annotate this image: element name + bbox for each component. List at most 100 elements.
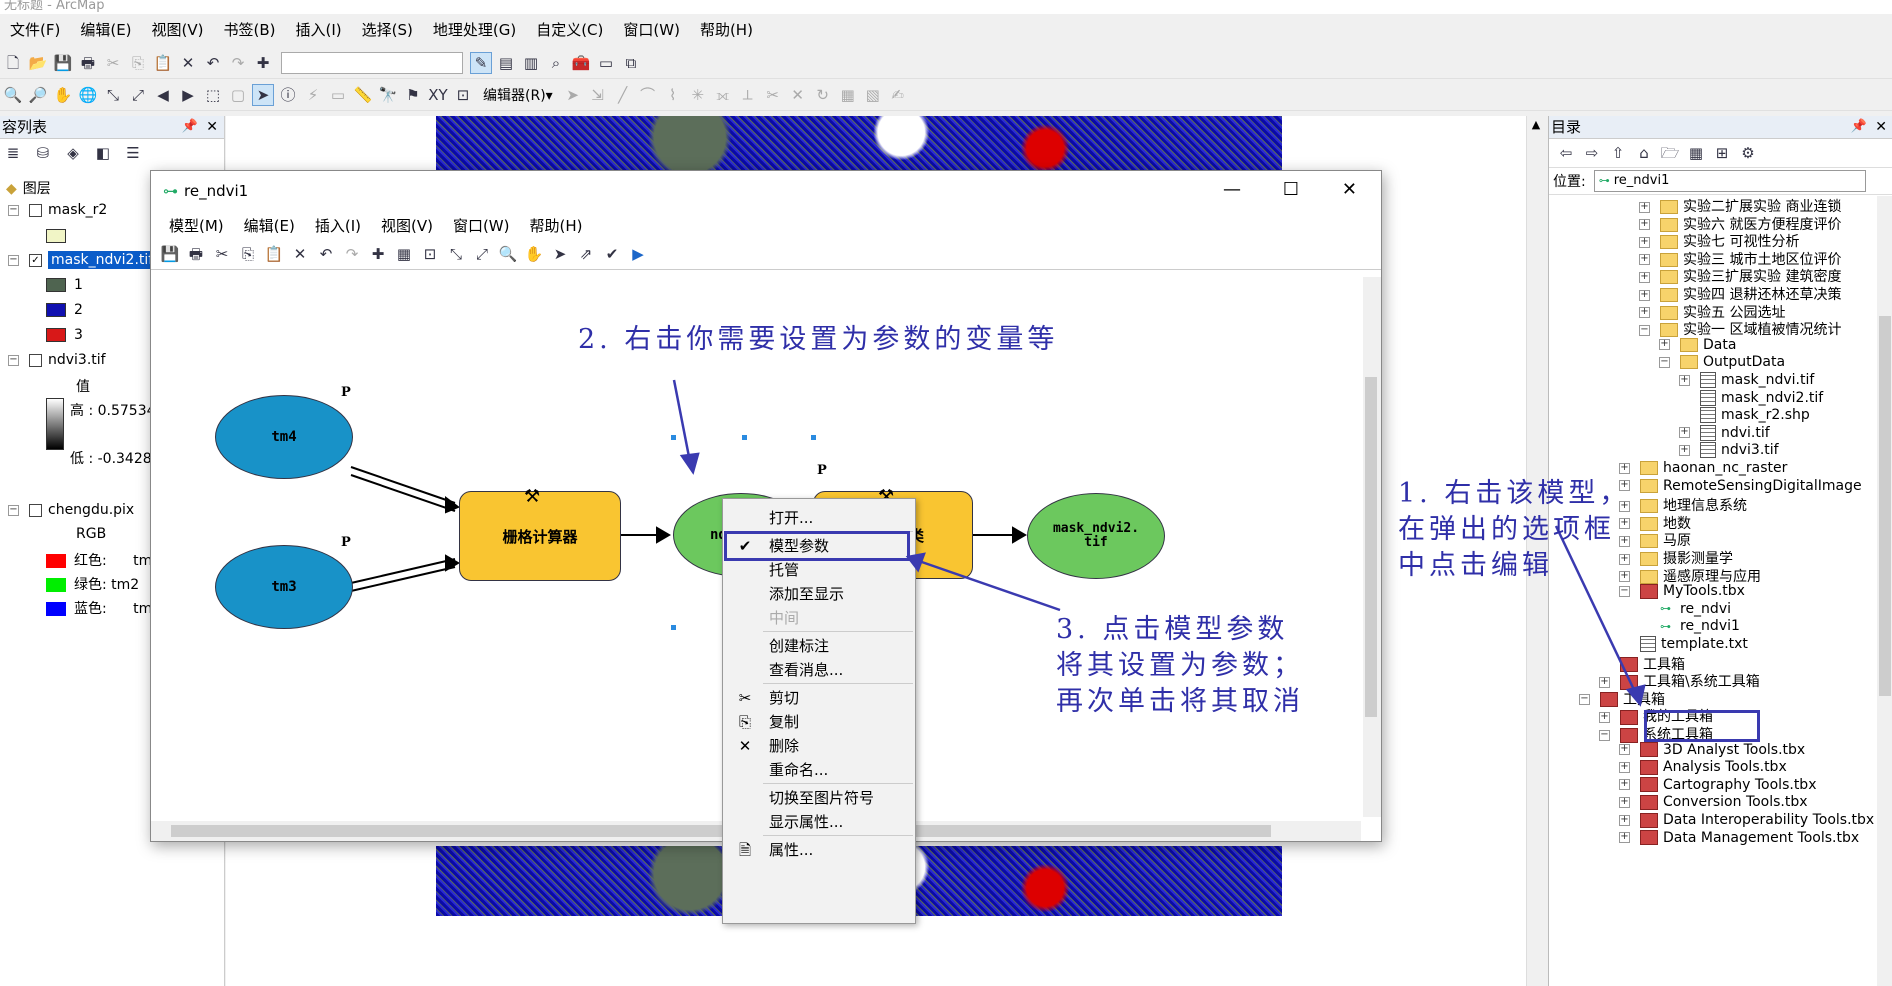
expand-icon[interactable]: + (1619, 570, 1630, 583)
options-icon[interactable]: ☰ (126, 144, 140, 162)
expand-icon[interactable]: + (1639, 218, 1650, 231)
redo-icon[interactable]: ↷ (345, 245, 359, 263)
class-row-1[interactable]: 1 (46, 277, 83, 293)
expand-icon[interactable]: + (1619, 479, 1630, 492)
back-icon[interactable]: ⇦ (1559, 144, 1573, 162)
catalog-item[interactable]: +实验四 退耕还林还草决策 (1639, 284, 1841, 304)
close-icon[interactable]: ✕ (1341, 179, 1357, 200)
expand-icon[interactable]: + (1679, 373, 1690, 386)
model-menu-item[interactable]: 插入(I) (314, 216, 361, 235)
menu-item[interactable]: 地理处理(G) (432, 20, 517, 39)
hyperlink-icon[interactable]: ⚡ (307, 86, 319, 104)
redo-icon[interactable]: ↷ (231, 54, 245, 72)
expand-icon[interactable]: + (1619, 760, 1630, 773)
trace-icon[interactable]: ⌇ (669, 86, 677, 104)
undo-icon[interactable]: ↶ (206, 54, 220, 72)
toc-layer-mask-r2[interactable]: −mask_r2 (8, 202, 107, 218)
context-menu-item[interactable]: ✂剪切 (723, 685, 915, 711)
html-popup-icon[interactable]: ▭ (330, 86, 346, 104)
class-row-2[interactable]: 2 (46, 302, 83, 318)
location-input[interactable]: ⊶re_ndvi1 (1593, 170, 1866, 192)
endpoint-arc-icon[interactable]: ⌒ (640, 86, 656, 104)
node-tm3[interactable]: tm3 (215, 545, 353, 629)
catalog-item[interactable]: +遥感原理与应用 (1619, 566, 1761, 586)
model-menu-item[interactable]: 帮助(H) (529, 216, 583, 235)
class-row-3[interactable]: 3 (46, 327, 83, 343)
straight-segment-icon[interactable]: ╱ (618, 86, 628, 104)
auto-layout-icon[interactable]: ▦ (396, 245, 412, 263)
split-icon[interactable]: ✕ (791, 86, 804, 104)
catalog-item[interactable]: ⊶re_ndvi (1639, 601, 1731, 617)
list-by-drawing-order-icon[interactable]: ≣ (6, 144, 20, 162)
catalog-item[interactable]: +实验七 可视性分析 (1639, 231, 1799, 251)
new-document-icon[interactable]: 🗋 (6, 54, 20, 72)
list-by-source-icon[interactable]: ⛁ (36, 144, 50, 162)
run-icon[interactable]: ▶ (632, 245, 644, 263)
close-icon[interactable]: ✕ (1875, 119, 1887, 135)
cut-polygons-icon[interactable]: ✂ (766, 86, 779, 104)
select-features-icon[interactable]: ⬚ (205, 86, 221, 104)
pan-icon[interactable]: ✋ (524, 245, 544, 263)
identify-icon[interactable]: ⓘ (280, 86, 296, 104)
views-icon[interactable]: ▦ (1688, 144, 1704, 162)
collapse-icon[interactable]: − (1659, 355, 1670, 368)
expand-icon[interactable]: + (1619, 461, 1630, 474)
catalog-item[interactable]: −MyTools.tbx (1619, 583, 1745, 599)
catalog-item[interactable]: +3D Analyst Tools.tbx (1619, 742, 1805, 758)
scroll-thumb[interactable] (1879, 316, 1891, 696)
pin-icon[interactable]: 📌 (181, 119, 198, 134)
paste-icon[interactable]: 📋 (264, 245, 284, 263)
catalog-item[interactable]: +mask_ndvi.tif (1679, 372, 1814, 388)
expand-icon[interactable]: + (1619, 552, 1630, 565)
layer-checkbox[interactable] (29, 203, 42, 217)
catalog-item[interactable]: +实验三扩展实验 建筑密度 (1639, 266, 1841, 286)
expand-icon[interactable]: + (1599, 675, 1610, 688)
expand-icon[interactable]: + (1639, 200, 1650, 213)
print-icon[interactable]: 🖶 (188, 245, 204, 263)
forward-icon[interactable]: ⇨ (1585, 144, 1599, 162)
scroll-thumb[interactable] (1365, 377, 1377, 717)
connect-folder-icon[interactable]: 🗁 (1660, 144, 1680, 162)
fixed-zoom-out-icon[interactable]: ⤢ (475, 245, 488, 263)
reshape-icon[interactable]: ⟂ (742, 86, 753, 104)
collapse-icon[interactable]: − (8, 503, 19, 516)
toc-icon[interactable]: ▤ (498, 54, 514, 72)
catalog-item[interactable]: 工具箱 (1599, 654, 1685, 674)
catalog-item[interactable]: +Data Interoperability Tools.tbx (1619, 812, 1874, 828)
list-by-visibility-icon[interactable]: ◈ (67, 144, 79, 162)
save-icon[interactable]: 💾 (160, 245, 180, 263)
cut-icon[interactable]: ✂ (106, 54, 120, 72)
context-menu-item[interactable]: 打开... (723, 505, 915, 531)
forward-icon[interactable]: ▶ (182, 86, 194, 104)
model-menu-item[interactable]: 编辑(E) (243, 216, 295, 235)
point-icon[interactable]: ✳ (691, 86, 704, 104)
collapse-icon[interactable]: − (8, 203, 19, 216)
collapse-icon[interactable]: − (1599, 728, 1610, 741)
python-icon[interactable]: ▭ (598, 54, 614, 72)
catalog-icon[interactable]: ▥ (523, 54, 539, 72)
catalog-item[interactable]: +我的工具箱 (1599, 706, 1713, 726)
up-one-level-icon[interactable]: ⇧ (1611, 144, 1625, 162)
model-menu-item[interactable]: 模型(M) (169, 216, 224, 235)
model-vertical-scrollbar[interactable] (1363, 277, 1381, 817)
map-vertical-scrollbar[interactable]: ▲ (1526, 116, 1545, 986)
context-menu-item[interactable]: 托管 (723, 557, 915, 583)
context-menu-item[interactable]: 创建标注 (723, 633, 915, 659)
open-icon[interactable]: 📂 (28, 54, 48, 72)
home-icon[interactable]: ⌂ (1639, 144, 1649, 162)
expand-icon[interactable]: + (1619, 517, 1630, 530)
select-icon[interactable]: ➤ (553, 245, 567, 263)
model-menu-item[interactable]: 窗口(W) (452, 216, 510, 235)
attributes-icon[interactable]: ▦ (840, 86, 855, 104)
editor-menu[interactable]: 编辑器(R)▾ (483, 88, 553, 104)
search-window-icon[interactable]: ⌕ (551, 54, 561, 72)
layer-checkbox[interactable] (29, 353, 42, 367)
context-menu-item[interactable]: 重命名... (723, 757, 915, 783)
menu-item[interactable]: 视图(V) (151, 20, 204, 39)
node-output[interactable]: mask_ndvi2. tif (1027, 493, 1165, 579)
catalog-item[interactable]: +ndvi3.tif (1679, 442, 1779, 459)
magnifier-icon[interactable]: ⊡ (456, 86, 470, 104)
connect-icon[interactable]: ⇗ (579, 245, 593, 263)
expand-icon[interactable]: + (1619, 795, 1630, 808)
expand-icon[interactable]: + (1599, 710, 1610, 723)
